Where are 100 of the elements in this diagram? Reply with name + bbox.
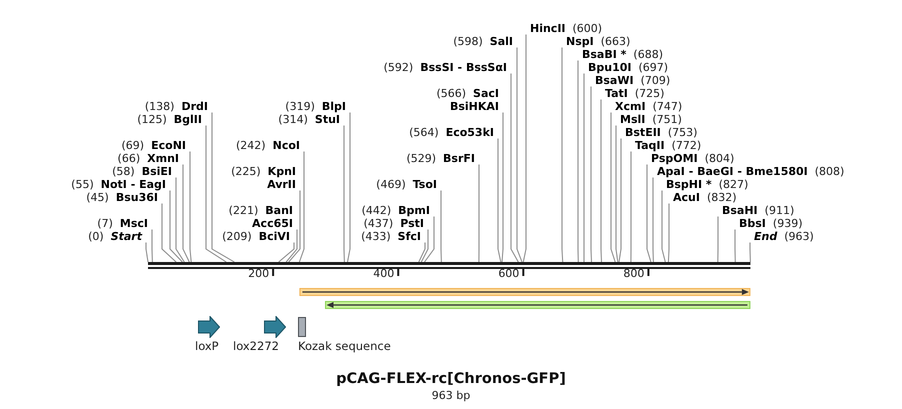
leader-line <box>562 47 564 262</box>
leader-line <box>510 73 519 262</box>
enzyme-name: KpnI <box>268 164 296 178</box>
position-label: (688) <box>633 48 664 60</box>
enzyme-name: AcuI <box>673 190 700 204</box>
diagram-title: pCAG-FLEX-rc[Chronos-GFP] <box>336 371 566 388</box>
enzyme-name: BssSI - BssSαI <box>420 60 507 74</box>
enzyme-name: NotI - EagI <box>100 178 166 190</box>
position-label: (221) <box>228 204 258 216</box>
enzyme-name: SacI <box>473 86 499 100</box>
leader-line <box>734 229 736 262</box>
leader-line <box>146 242 148 262</box>
position-label: (827) <box>718 178 748 190</box>
position-label: (0) <box>88 230 104 242</box>
enzyme-name: NcoI <box>272 138 300 152</box>
enzyme-name: AvrII <box>267 178 296 190</box>
leader-line <box>630 151 632 262</box>
leader-line <box>478 164 480 262</box>
position-label: (442) <box>362 204 392 216</box>
leader-line <box>176 177 185 262</box>
position-label: (7) <box>97 216 113 230</box>
enzyme-name: TatI <box>605 86 628 100</box>
position-label: (125) <box>137 112 167 126</box>
leader-line <box>344 125 345 262</box>
leader-line <box>498 138 502 262</box>
position-label: (772) <box>672 138 702 152</box>
position-label: (939) <box>772 216 802 230</box>
enzyme-name: BstEII <box>625 126 661 138</box>
leader-line <box>600 99 602 262</box>
feature-label: Kozak sequence <box>298 340 391 353</box>
position-label: (566) <box>436 86 466 100</box>
leader-line <box>170 190 183 262</box>
enzyme-name: BsiHKAI <box>450 100 499 112</box>
tick-label: 800 <box>623 267 644 280</box>
enzyme-name: BspHI * <box>666 178 712 190</box>
position-label: (58) <box>112 164 135 178</box>
position-label: (314) <box>278 112 308 126</box>
leader-line <box>440 190 442 262</box>
enzyme-name: Bpu10I <box>588 60 632 74</box>
leader-line <box>618 138 622 262</box>
leader-line <box>590 86 592 262</box>
leader-line <box>190 151 192 262</box>
position-label: (832) <box>706 190 737 204</box>
enzyme-name: BsaWI <box>595 74 634 86</box>
tick-label: 600 <box>498 267 520 280</box>
position-label: (66) <box>118 152 140 164</box>
position-label: (209) <box>222 230 252 242</box>
enzyme-name: BglII <box>174 112 202 126</box>
leader-line <box>162 203 177 262</box>
leader-line <box>668 203 670 262</box>
leader-line <box>717 216 718 262</box>
leader-line <box>418 242 426 262</box>
position-label: (600) <box>572 22 602 34</box>
position-label: (725) <box>634 86 664 100</box>
position-label: (592) <box>384 60 414 74</box>
position-label: (45) <box>86 190 109 204</box>
enzyme-name: BciVI <box>258 230 290 242</box>
feature-label: lox2272 <box>233 340 279 353</box>
enzyme-name: HincII <box>530 22 566 34</box>
position-label: (242) <box>236 138 266 152</box>
leader-line <box>646 164 652 262</box>
enzyme-name: PspOMI <box>651 152 698 164</box>
sequence-feature-bar <box>325 301 750 309</box>
enzyme-name: Acc65I <box>252 216 293 230</box>
enzyme-name: ApaI - BaeGI - Bme1580I <box>657 164 808 178</box>
leader-line <box>522 34 526 262</box>
position-label: (55) <box>71 178 94 190</box>
position-label: (437) <box>364 216 394 230</box>
enzyme-name: MslI <box>620 112 646 126</box>
leader-line <box>516 47 522 262</box>
leader-line <box>424 216 434 262</box>
leader-line <box>206 125 227 262</box>
enzyme-name: EcoNI <box>151 138 186 152</box>
enzyme-name: BsiEI <box>142 164 172 178</box>
sequence-backbone <box>148 262 750 269</box>
position-label: (564) <box>409 126 439 138</box>
leader-line <box>502 112 504 262</box>
leader-line <box>152 229 153 262</box>
enzyme-name: BpmI <box>398 204 430 216</box>
position-label: (663) <box>600 34 630 48</box>
sequence-end-label: End <box>754 230 778 242</box>
sequence-feature-bar <box>299 288 750 296</box>
leader-line <box>298 151 304 262</box>
position-label: (469) <box>376 178 406 190</box>
enzyme-name: XmnI <box>147 152 179 164</box>
enzyme-name: BsaHI <box>722 204 758 216</box>
caption: 963 bp <box>432 389 470 402</box>
leader-line <box>750 242 751 262</box>
leader-line <box>578 60 579 262</box>
enzyme-name: MscI <box>120 216 148 230</box>
enzyme-name: BsaBI * <box>582 48 626 60</box>
enzyme-name: SfcI <box>398 230 421 242</box>
position-label: (709) <box>640 74 670 86</box>
enzyme-name: BbsI <box>739 216 766 230</box>
leader-line <box>278 242 294 262</box>
enzyme-name: TaqII <box>635 138 665 152</box>
position-label: (963) <box>784 230 814 242</box>
enzyme-name: XcmI <box>615 100 646 112</box>
enzyme-name: NspI <box>566 34 594 48</box>
position-label: (598) <box>453 34 483 48</box>
